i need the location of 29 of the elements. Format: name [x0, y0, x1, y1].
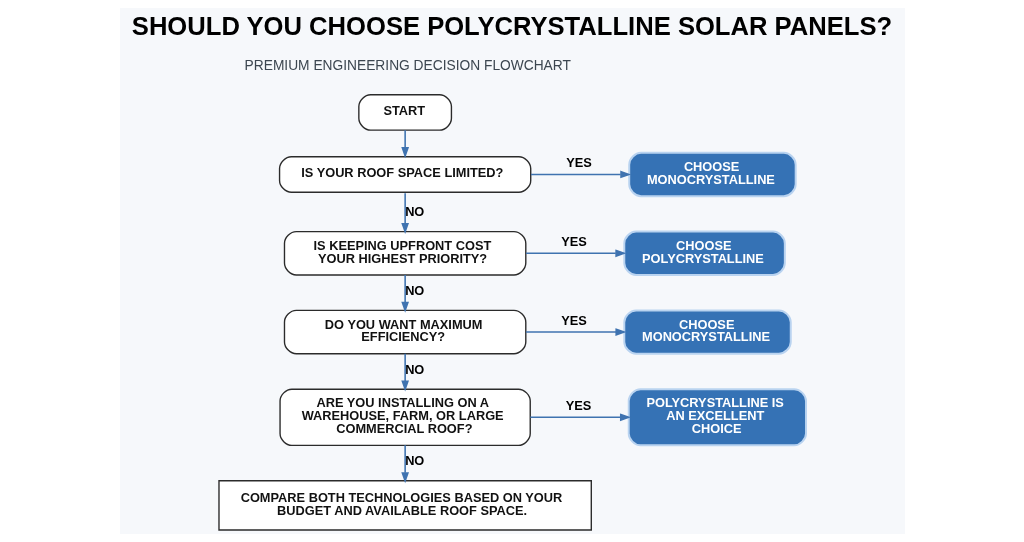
edge-label: YES — [565, 154, 592, 170]
arrow — [529, 170, 631, 179]
edge-label: YES — [560, 312, 587, 328]
arrow — [524, 328, 626, 336]
node-box: CHOOSE MONOCRYSTALLINE — [622, 309, 792, 355]
arrow — [529, 413, 631, 422]
edge-label: NO — [404, 453, 424, 469]
node-box: COMPARE BOTH TECHNOLOGIES BASED ON YOUR BUDGET AND AVAILABLE ROOF SPACE. — [217, 480, 592, 531]
diagram-title: SHOULD YOU CHOOSE POLYCRYSTALLINE SOLAR PANELS? — [131, 12, 892, 41]
node-box: IS KEEPING UPFRONT COST YOUR HIGHEST PRIORITY? — [283, 230, 526, 276]
arrow — [400, 274, 409, 313]
arrow — [400, 444, 409, 484]
arrow — [400, 192, 409, 234]
node-box: CHOOSE MONOCRYSTALLINE — [627, 151, 797, 198]
edge-label: YES — [560, 233, 587, 249]
node-box: ARE YOU INSTALLING ON A WAREHOUSE, FARM, OR LARGE COMMERCIAL ROOF? — [278, 388, 531, 447]
node-box: START — [357, 94, 452, 131]
arrow — [400, 352, 409, 392]
edge-label: NO — [404, 361, 424, 377]
node-box: IS YOUR ROOF SPACE LIMITED? — [278, 156, 531, 193]
node-box: POLYCRYSTALLINE IS AN EXCELLENT CHOICE — [627, 388, 807, 447]
edge-label: YES — [565, 397, 591, 413]
arrow — [400, 129, 409, 159]
edge-label: NO — [404, 204, 424, 220]
label: PREMIUM ENGINEERING DECISION FLOWCHART — [244, 57, 571, 73]
node-box: DO YOU WANT MAXIMUM EFFICIENCY? — [283, 309, 526, 355]
node-box: CHOOSE POLYCRYSTALLINE — [622, 230, 786, 276]
edge-label: NO — [404, 283, 424, 299]
arrow — [524, 249, 626, 258]
